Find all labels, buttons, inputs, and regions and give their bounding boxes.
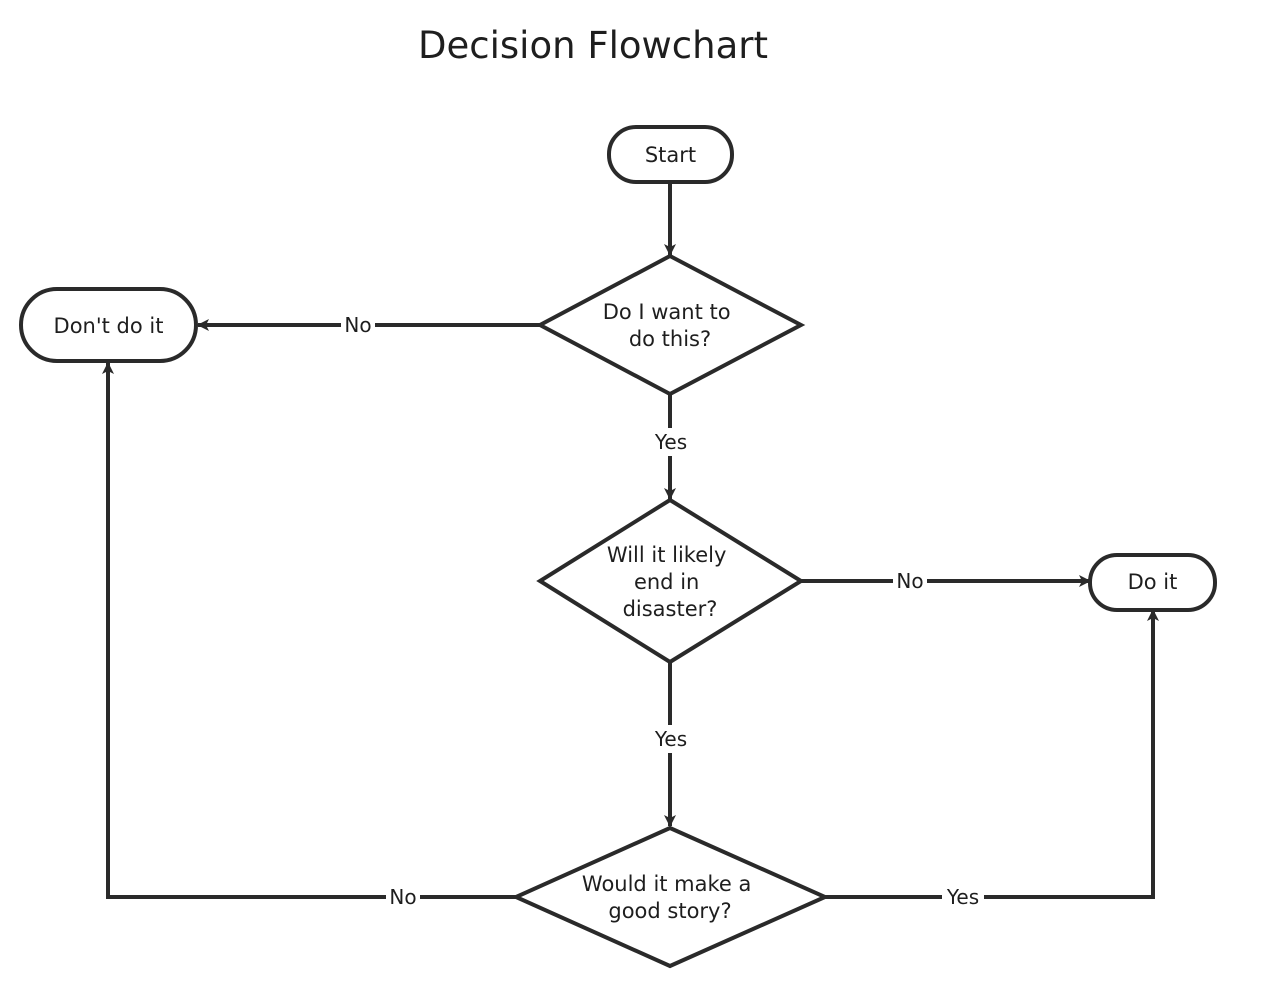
edge-q3-to-dont: No (102, 362, 516, 909)
edge-label-q1-no: No (344, 313, 371, 337)
edge-label-q2-no: No (896, 569, 923, 593)
node-decision-want[interactable]: Do I want to do this? (535, 253, 806, 397)
node-decision-story[interactable]: Would it make a good story? (511, 825, 830, 969)
node-start-label: Start (645, 143, 696, 167)
node-decision-story-line-1: Would it make a (582, 872, 751, 896)
edge-q1-to-q2: Yes (650, 395, 692, 500)
edges: No Yes No Yes No Yes (102, 182, 1159, 909)
nodes: Start Do I want to do this? Will it like… (19, 125, 1217, 969)
node-decision-disaster-line-3: disaster? (623, 597, 718, 621)
edge-label-q1-yes: Yes (654, 430, 687, 454)
diagram-title: Decision Flowchart (418, 24, 768, 67)
svg-text:Start: Start (645, 143, 696, 167)
edge-label-q3-yes: Yes (946, 885, 979, 909)
node-decision-story-line-2: good story? (608, 899, 731, 923)
edge-q1-to-dont: No (197, 313, 540, 337)
node-decision-want-line-1: Do I want to (603, 300, 731, 324)
svg-text:Would it make a good s: Would it make a good story? (582, 872, 758, 923)
node-decision-disaster-line-1: Will it likely (607, 543, 727, 567)
node-do-it-label: Do it (1128, 570, 1178, 594)
node-do-it[interactable]: Do it (1088, 553, 1217, 612)
node-dont-do-it-label: Don't do it (54, 314, 164, 338)
node-dont-do-it[interactable]: Don't do it (19, 287, 198, 363)
node-decision-disaster[interactable]: Will it likely end in disaster? (536, 497, 805, 665)
node-decision-want-line-2: do this? (629, 327, 711, 351)
edge-q3-to-doit: Yes (825, 609, 1159, 909)
edge-label-q2-yes: Yes (654, 727, 687, 751)
edge-q2-to-doit: No (801, 569, 1091, 593)
edge-q2-to-q3: Yes (650, 662, 692, 827)
edge-label-q3-no: No (389, 885, 416, 909)
node-decision-disaster-line-2: end in (634, 570, 699, 594)
svg-text:Don't do it: Don't do it (54, 314, 164, 338)
svg-text:Do it: Do it (1128, 570, 1178, 594)
svg-text:Will it likely end in: Will it likely end in disaster? (607, 543, 733, 621)
node-start[interactable]: Start (607, 125, 734, 184)
svg-text:Do I want to do this?: Do I want to do this? (603, 300, 738, 351)
